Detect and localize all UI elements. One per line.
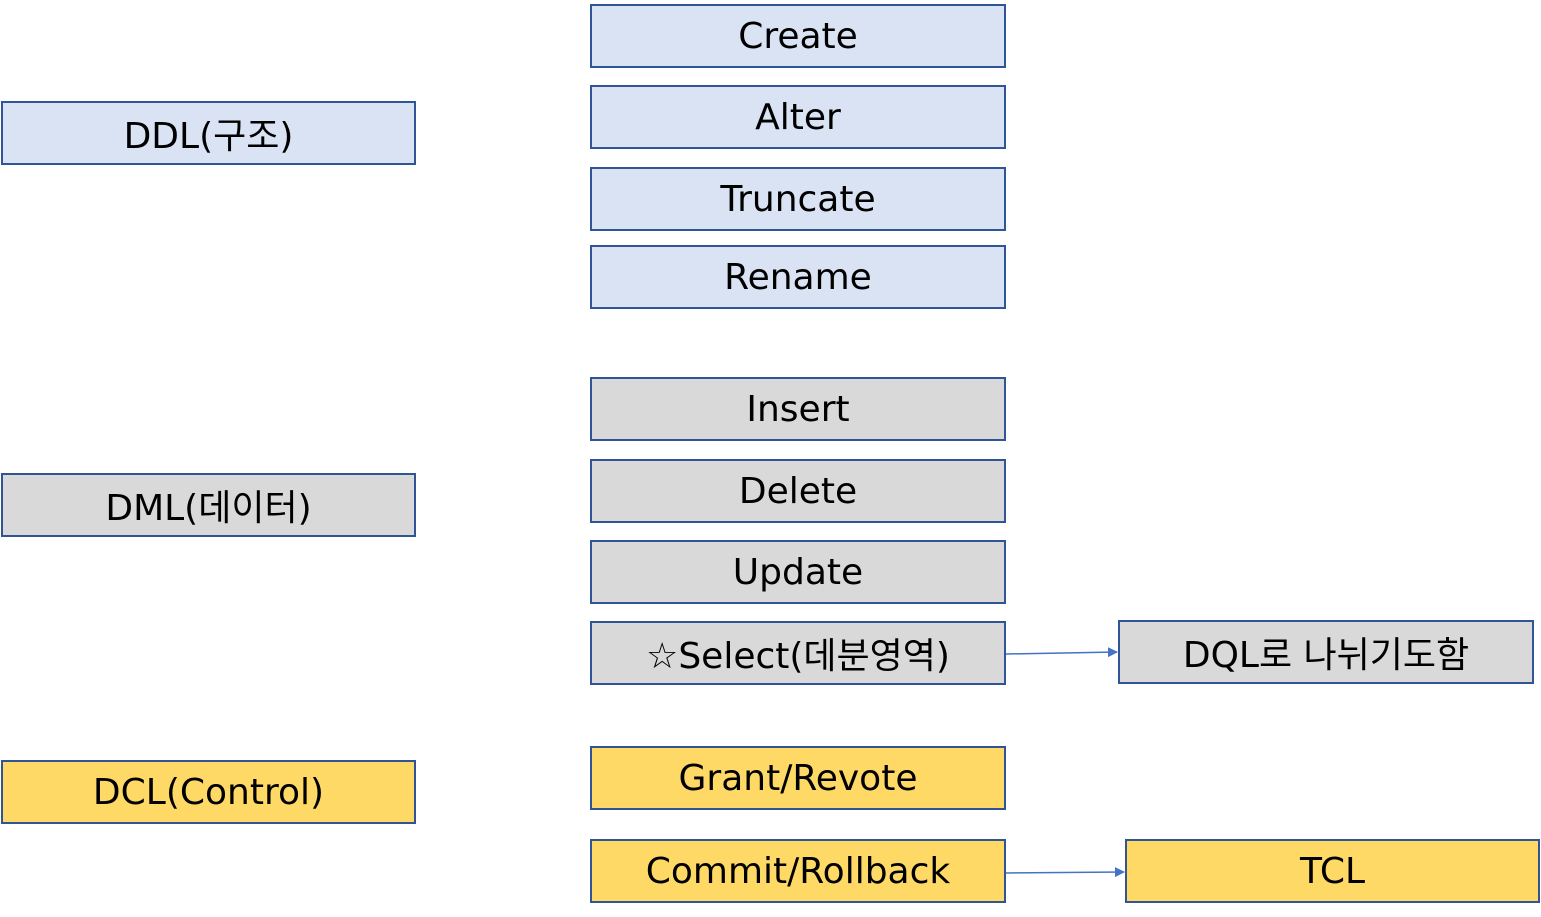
outcome-tcl: TCL [1125,839,1540,903]
command-truncate: Truncate [590,167,1006,231]
command-rename: Rename [590,245,1006,309]
command-commit-rollback: Commit/Rollback [590,839,1006,903]
command-create: Create [590,4,1006,68]
command-update: Update [590,540,1006,604]
command-grant-revote: Grant/Revote [590,746,1006,810]
category-dcl: DCL(Control) [1,760,416,824]
command-alter: Alter [590,85,1006,149]
command-select: ☆Select(데분영역) [590,621,1006,685]
category-ddl: DDL(구조) [1,101,416,165]
outcome-dql: DQL로 나뉘기도함 [1118,620,1534,684]
category-dml: DML(데이터) [1,473,416,537]
command-insert: Insert [590,377,1006,441]
arrow-commit-to-tcl [1005,867,1125,878]
arrow-select-to-dql [1005,647,1118,658]
command-delete: Delete [590,459,1006,523]
